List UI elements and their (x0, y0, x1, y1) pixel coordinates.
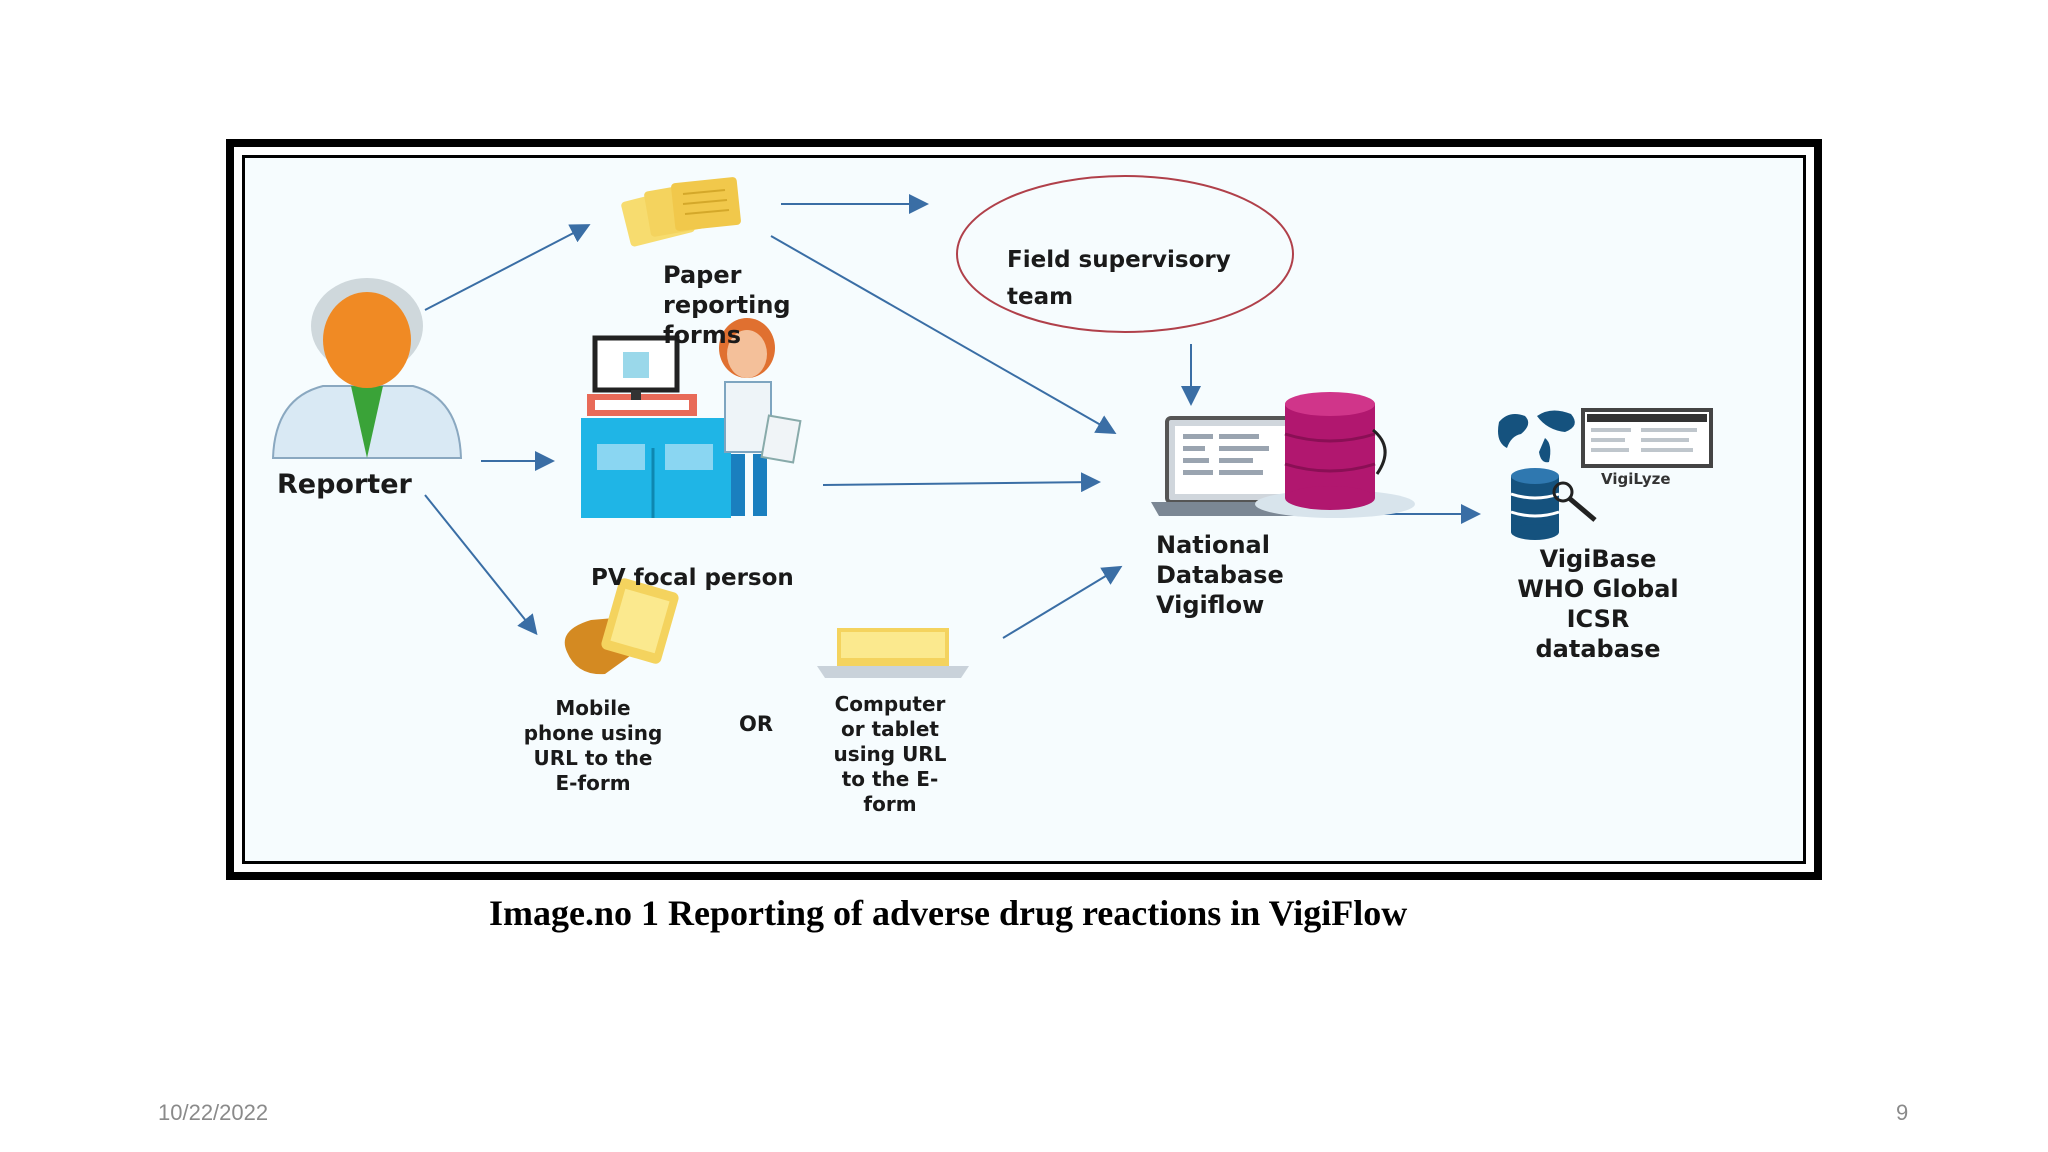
arrow-reporter-to-paper (424, 224, 591, 311)
slide-number: 9 (1896, 1100, 1909, 1125)
vigibase-label: VigiBase WHO Global ICSR database (1517, 545, 1679, 663)
arrow-pv-to-national-db (822, 472, 1101, 493)
computer-label: Computer or tablet using URL to the E- f… (833, 692, 947, 816)
pv-focal-person-label: PV focal person (591, 565, 794, 591)
pv-focal-person-icon (581, 318, 802, 518)
arrow-reporter-to-mobile (424, 494, 538, 636)
figure-caption: Image.no 1 Reporting of adverse drug rea… (489, 893, 1408, 933)
mobile-phone-icon (564, 578, 679, 675)
computer-tablet-icon (817, 628, 969, 678)
paper-forms-icon (621, 177, 741, 247)
or-label: OR (739, 712, 774, 736)
field-team-label: Field supervisory team (1007, 247, 1231, 310)
slide-date: 10/22/2022 (158, 1100, 269, 1125)
arrow-paper-to-national-db (770, 235, 1117, 434)
workflow-diagram (271, 175, 1713, 678)
vigilyze-label: VigiLyze (1601, 470, 1671, 488)
reporter-label: Reporter (277, 469, 412, 500)
national-database-label: National Database Vigiflow (1156, 531, 1284, 619)
diagram-canvas: Reporter Paper reporting forms Field sup… (242, 155, 1806, 864)
mobile-label: Mobile phone using URL to the E-form (523, 696, 663, 795)
paper-forms-label: Paper reporting forms (663, 261, 791, 349)
figure-frame: Reporter Paper reporting forms Field sup… (226, 139, 1822, 880)
vigibase-icon (1498, 408, 1713, 540)
reporter-icon (271, 278, 463, 459)
national-database-icon (1151, 392, 1415, 518)
arrow-computer-to-national-db (1002, 565, 1123, 639)
field-team-ellipse (956, 175, 1294, 333)
